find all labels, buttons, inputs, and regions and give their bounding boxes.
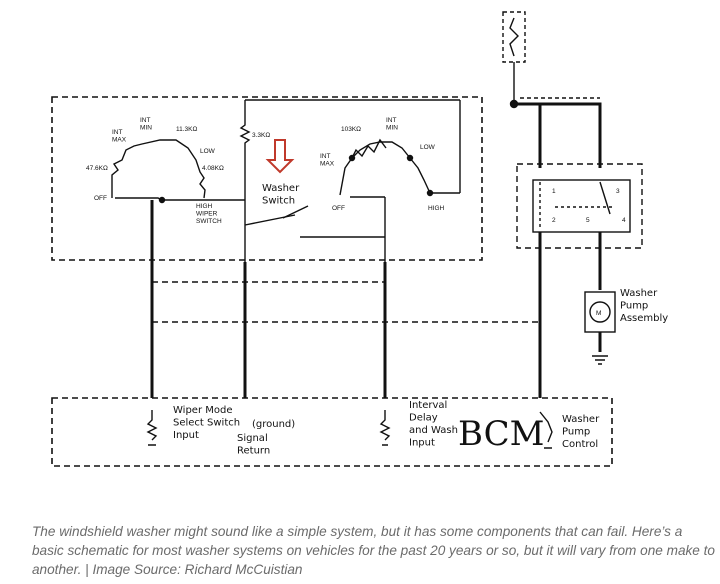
relay-pin-5: 5 bbox=[586, 217, 590, 224]
wiper-r2-label: 4.08KΩ bbox=[202, 165, 224, 172]
relay-pin-1: 1 bbox=[552, 188, 556, 195]
wiper-off-label: OFF bbox=[94, 195, 107, 202]
wiper-r3-label: 47.6KΩ bbox=[86, 165, 108, 172]
washer-switch-blade bbox=[282, 205, 309, 219]
wiper-r1-label: 11.3KΩ bbox=[176, 126, 198, 133]
relay-inner-box bbox=[532, 179, 631, 233]
pump-motor-symbol: M bbox=[596, 310, 601, 317]
wiper-switch-wiper bbox=[115, 197, 163, 201]
bcm-title: BCM bbox=[458, 414, 544, 454]
interval-off-label: OFF bbox=[332, 205, 345, 212]
interval-high-label: HIGH bbox=[428, 205, 445, 212]
bcm-box bbox=[51, 397, 613, 467]
switch-assembly-box bbox=[51, 96, 483, 261]
down-arrow-indicator bbox=[265, 139, 295, 174]
figure-caption: The windshield washer might sound like a… bbox=[32, 524, 715, 577]
interval-low-label: LOW bbox=[420, 144, 436, 151]
fuse-element bbox=[509, 17, 519, 57]
pump-motor bbox=[589, 301, 611, 323]
wiper-low-label: LOW bbox=[200, 148, 216, 155]
wiper-switch-arc bbox=[111, 139, 206, 199]
interval-switch-arc bbox=[339, 141, 431, 196]
pump-ground bbox=[592, 355, 608, 365]
relay-pin-3: 3 bbox=[616, 188, 620, 195]
relay-outer-box bbox=[516, 163, 643, 249]
relay-pin-2: 2 bbox=[552, 217, 556, 224]
bcm-ground-label: (ground) bbox=[252, 419, 295, 430]
interval-r103k-label: 103KΩ bbox=[341, 126, 361, 133]
relay-pin-4: 4 bbox=[622, 217, 626, 224]
fuse-box bbox=[502, 11, 526, 63]
resistor-3k3 bbox=[239, 100, 251, 265]
resistor-3k3-label: 3.3KΩ bbox=[252, 132, 270, 139]
